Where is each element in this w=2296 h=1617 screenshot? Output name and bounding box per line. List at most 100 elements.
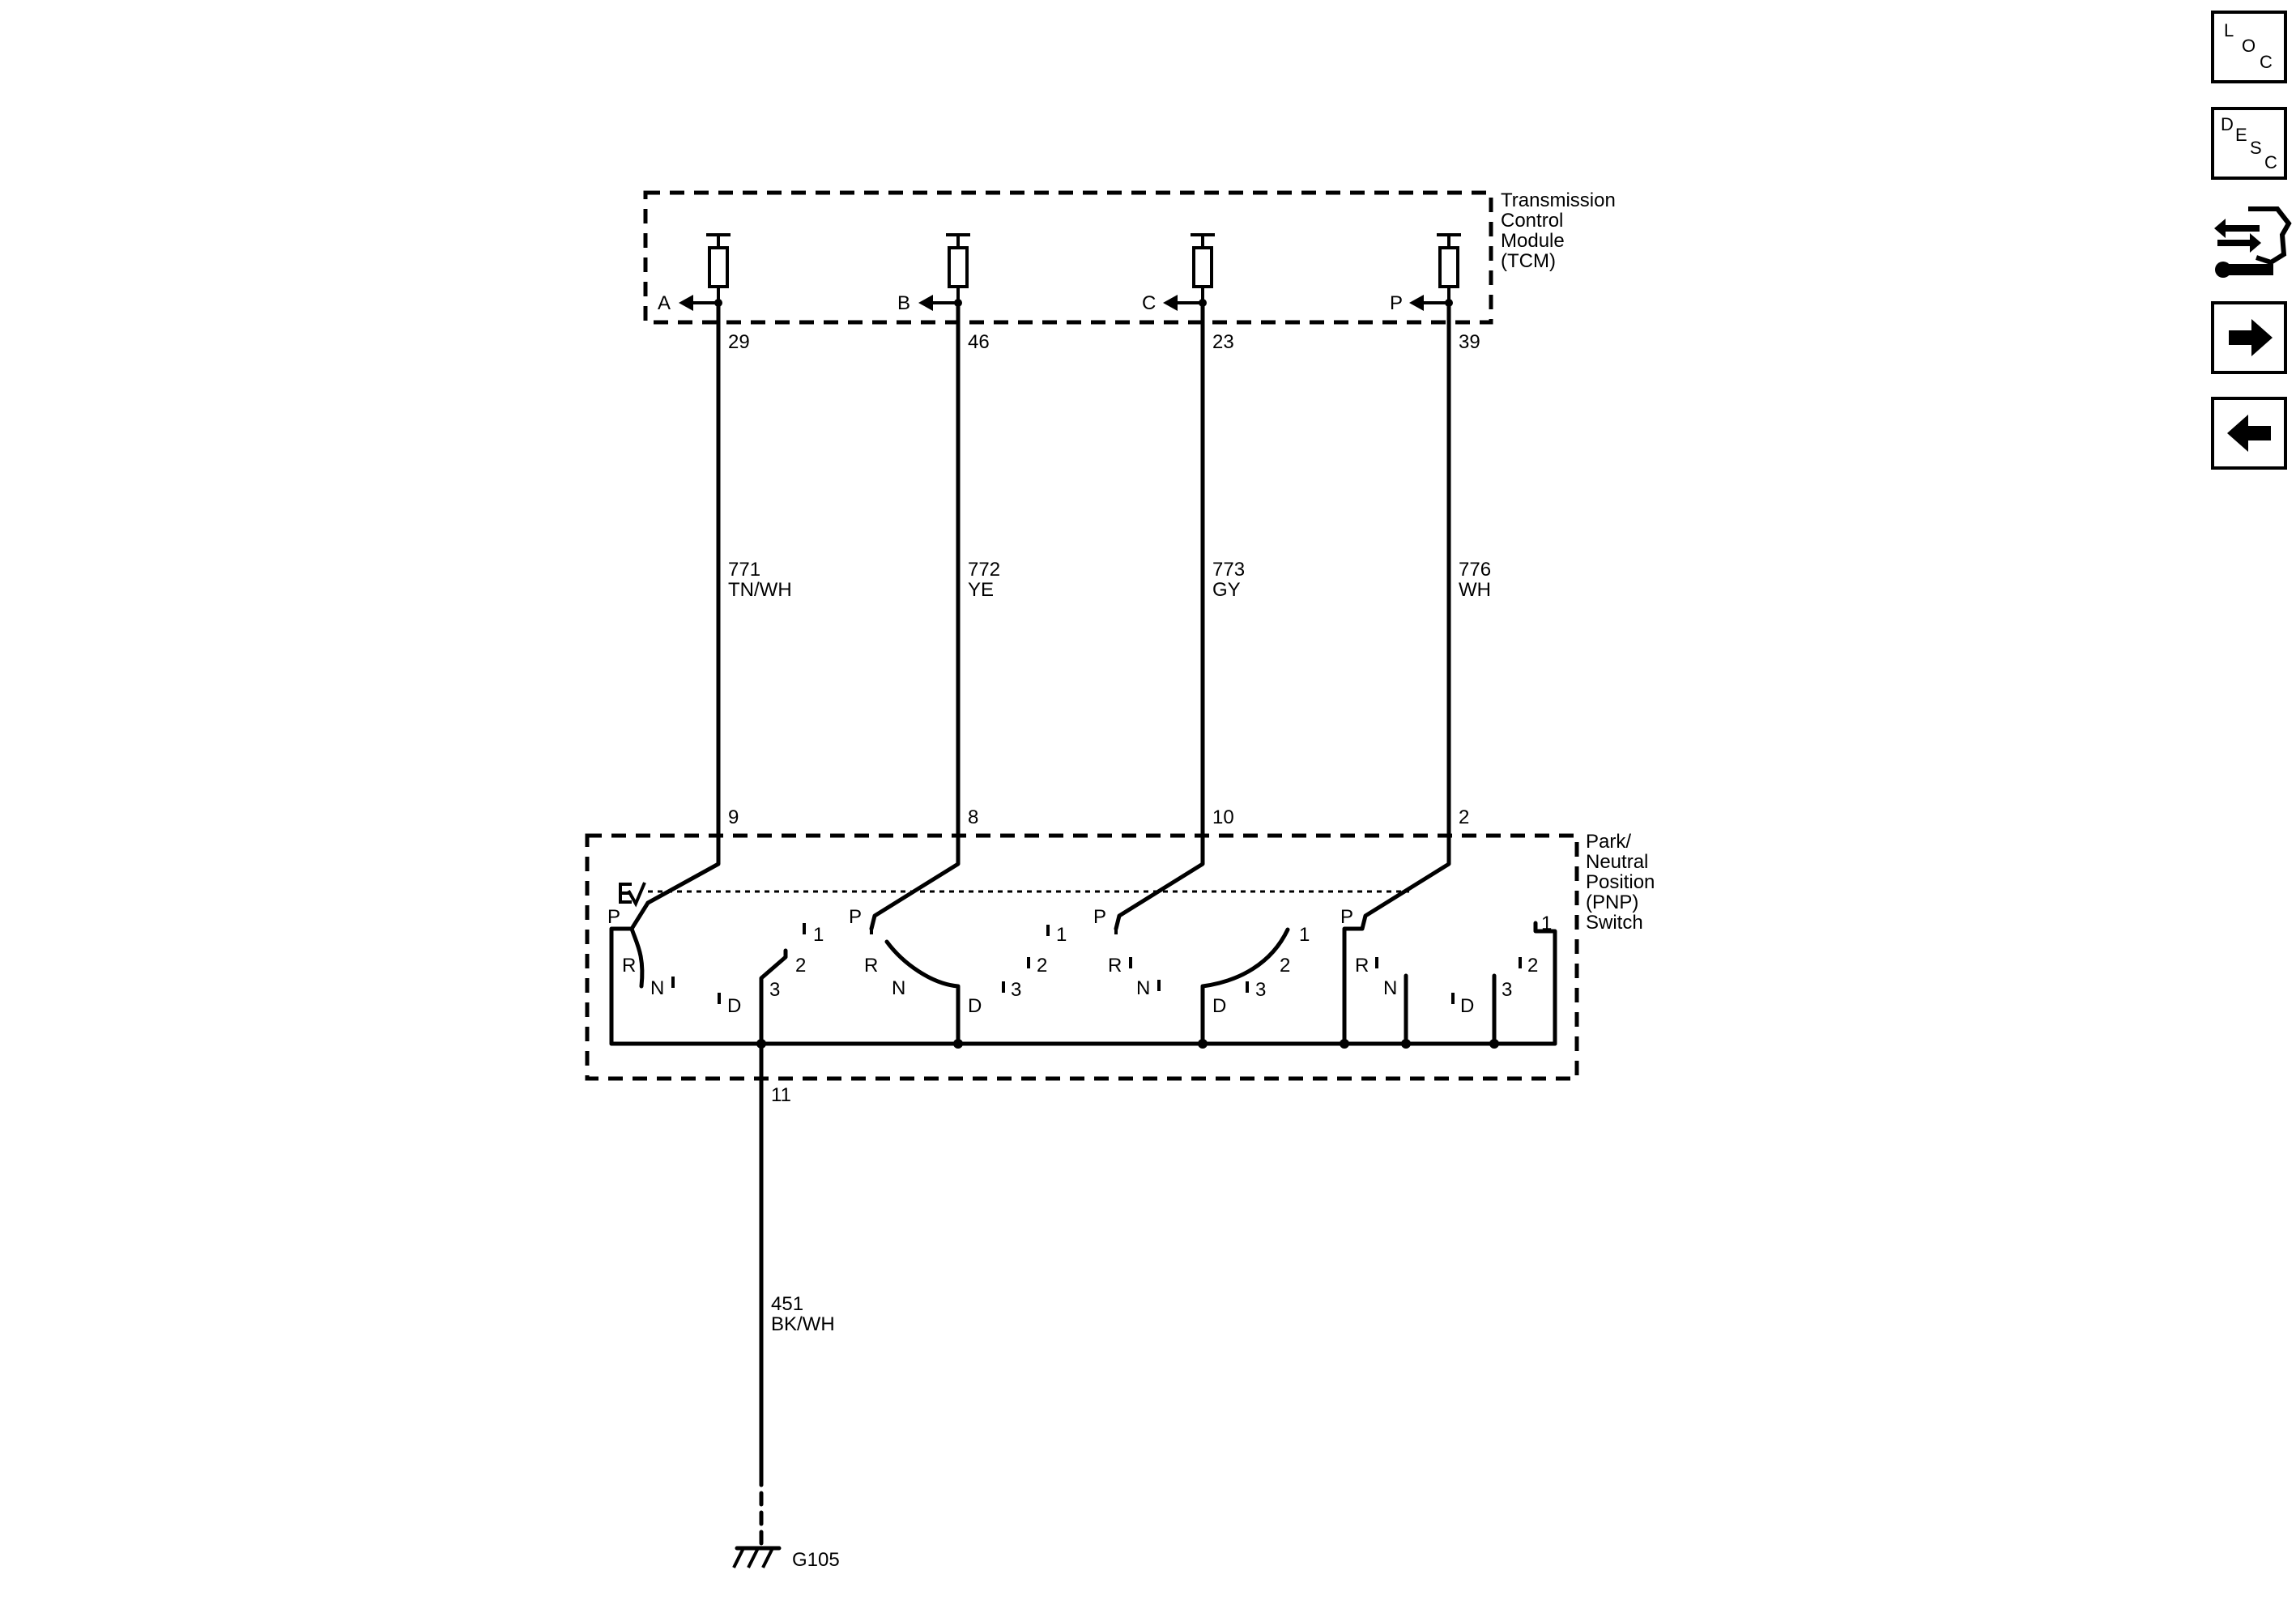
wire-color: WH — [1459, 579, 1491, 601]
loc-letter-l: L — [2224, 20, 2234, 40]
tcm-input-p: P — [1390, 233, 1461, 314]
tcm-pin-number: 23 — [1212, 331, 1234, 353]
position-p: P — [1340, 906, 1353, 928]
position-r: R — [1355, 955, 1369, 977]
desc-letter-e: E — [2235, 125, 2247, 145]
tcm-input-c: C — [1142, 233, 1215, 314]
tcm-dashed-box — [643, 190, 1493, 325]
tcm-pin-number: 29 — [728, 331, 750, 353]
pnp-label-line-2: Neutral — [1586, 851, 1648, 873]
next-button[interactable] — [2211, 301, 2287, 374]
splice-dot — [1489, 1039, 1499, 1049]
switch-pin-number: 8 — [968, 806, 978, 828]
arrow-left-icon — [2227, 415, 2271, 452]
wire-772: 46 772 YE 8 — [869, 300, 1000, 931]
splice-dot — [1340, 1039, 1349, 1049]
position-n: N — [892, 977, 905, 999]
wire-color: BK/WH — [771, 1313, 835, 1335]
position-n: N — [1383, 977, 1397, 999]
tcm-label-line-3: Module — [1501, 230, 1565, 252]
tcm-label-line-2: Control — [1501, 210, 1563, 232]
position-2: 2 — [1527, 955, 1538, 977]
position-p: P — [849, 906, 862, 928]
wire-776: 39 776 WH 2 — [1342, 300, 1491, 1046]
position-r: R — [864, 955, 878, 977]
position-2: 2 — [1280, 955, 1290, 977]
circuit-number: 771 — [728, 559, 760, 581]
tcm-pin-number: 46 — [968, 331, 990, 353]
position-3: 3 — [769, 979, 780, 1001]
tcm-module: Transmission Control Module (TCM) — [643, 189, 1616, 325]
tcm-letter-b: B — [897, 292, 910, 314]
switch-pin-number: 2 — [1459, 806, 1469, 828]
arrow-left-icon — [1409, 295, 1424, 311]
ground-symbol-icon: G105 — [732, 1546, 840, 1571]
tcm-label-line-1: Transmission — [1501, 189, 1616, 211]
position-1: 1 — [813, 924, 824, 946]
position-p: P — [607, 906, 620, 928]
position-1: 1 — [1056, 924, 1067, 946]
splice-dot — [953, 1039, 963, 1049]
tcm-input-b: B — [897, 233, 970, 314]
position-d: D — [1460, 995, 1474, 1017]
loc-letter-o: O — [2242, 36, 2256, 56]
pnp-switch: Park/ Neutral Position (PNP) Switch P R … — [585, 831, 1655, 1081]
position-r: R — [622, 955, 636, 977]
tcm-label-line-4: (TCM) — [1501, 250, 1556, 272]
loc-button[interactable]: L O C — [2211, 11, 2287, 83]
circuit-number: 772 — [968, 559, 1000, 581]
desc-letter-d: D — [2221, 114, 2234, 134]
esd-icon — [619, 882, 646, 908]
pnp-label-line-1: Park/ — [1586, 831, 1631, 853]
position-p: P — [1093, 906, 1106, 928]
arrow-right-icon — [2229, 319, 2273, 356]
wire-color: YE — [968, 579, 994, 601]
pnp-dashed-box — [585, 833, 1579, 1081]
switch-section-776: P R N D 3 2 1 — [1340, 906, 1557, 1046]
circuit-number: 776 — [1459, 559, 1491, 581]
pnp-label-line-3: Position — [1586, 871, 1655, 893]
splice-dot — [1401, 1039, 1411, 1049]
desc-letter-c: C — [2264, 152, 2277, 172]
circuit-number: 451 — [771, 1293, 803, 1315]
desc-letter-s: S — [2250, 138, 2262, 158]
prev-button[interactable] — [2211, 397, 2287, 470]
circuit-number: 773 — [1212, 559, 1245, 581]
ground-wire-451: 11 451 BK/WH — [759, 1041, 835, 1551]
position-n: N — [650, 977, 664, 999]
switch-section-771: P R N D 3 2 1 — [607, 900, 824, 1046]
wire-773: 23 773 GY 10 — [1114, 300, 1245, 931]
position-r: R — [1108, 955, 1122, 977]
position-1: 1 — [1299, 924, 1310, 946]
wire-color: GY — [1212, 579, 1241, 601]
position-d: D — [1212, 995, 1226, 1017]
position-2: 2 — [795, 955, 806, 977]
switch-section-773: P R N D 3 2 1 — [1093, 906, 1310, 1046]
pnp-label-line-5: Switch — [1586, 912, 1643, 934]
wire-771: 29 771 TN/WH 9 — [645, 300, 792, 905]
arrow-left-icon — [1163, 295, 1178, 311]
loc-letter-c: C — [2260, 52, 2273, 72]
position-d: D — [727, 995, 741, 1017]
connector-end-view-icon[interactable] — [2214, 206, 2292, 278]
tcm-letter-p: P — [1390, 292, 1403, 314]
position-d: D — [968, 995, 982, 1017]
position-1: 1 — [1541, 913, 1552, 934]
switch-section-772: P R N D 3 2 1 — [849, 906, 1067, 1046]
tcm-letter-a: A — [658, 292, 671, 314]
tcm-pin-number: 39 — [1459, 331, 1480, 353]
position-3: 3 — [1502, 979, 1512, 1001]
switch-pin-number: 10 — [1212, 806, 1234, 828]
wire-color: TN/WH — [728, 579, 792, 601]
position-3: 3 — [1011, 979, 1021, 1001]
arrow-left-icon — [679, 295, 693, 311]
tcm-letter-c: C — [1142, 292, 1156, 314]
position-n: N — [1136, 977, 1150, 999]
switch-pin-number: 9 — [728, 806, 739, 828]
desc-button[interactable]: D E S C — [2211, 107, 2287, 180]
ground-id: G105 — [792, 1549, 840, 1571]
position-2: 2 — [1037, 955, 1047, 977]
arrow-left-icon — [918, 295, 933, 311]
splice-dot — [1198, 1039, 1208, 1049]
